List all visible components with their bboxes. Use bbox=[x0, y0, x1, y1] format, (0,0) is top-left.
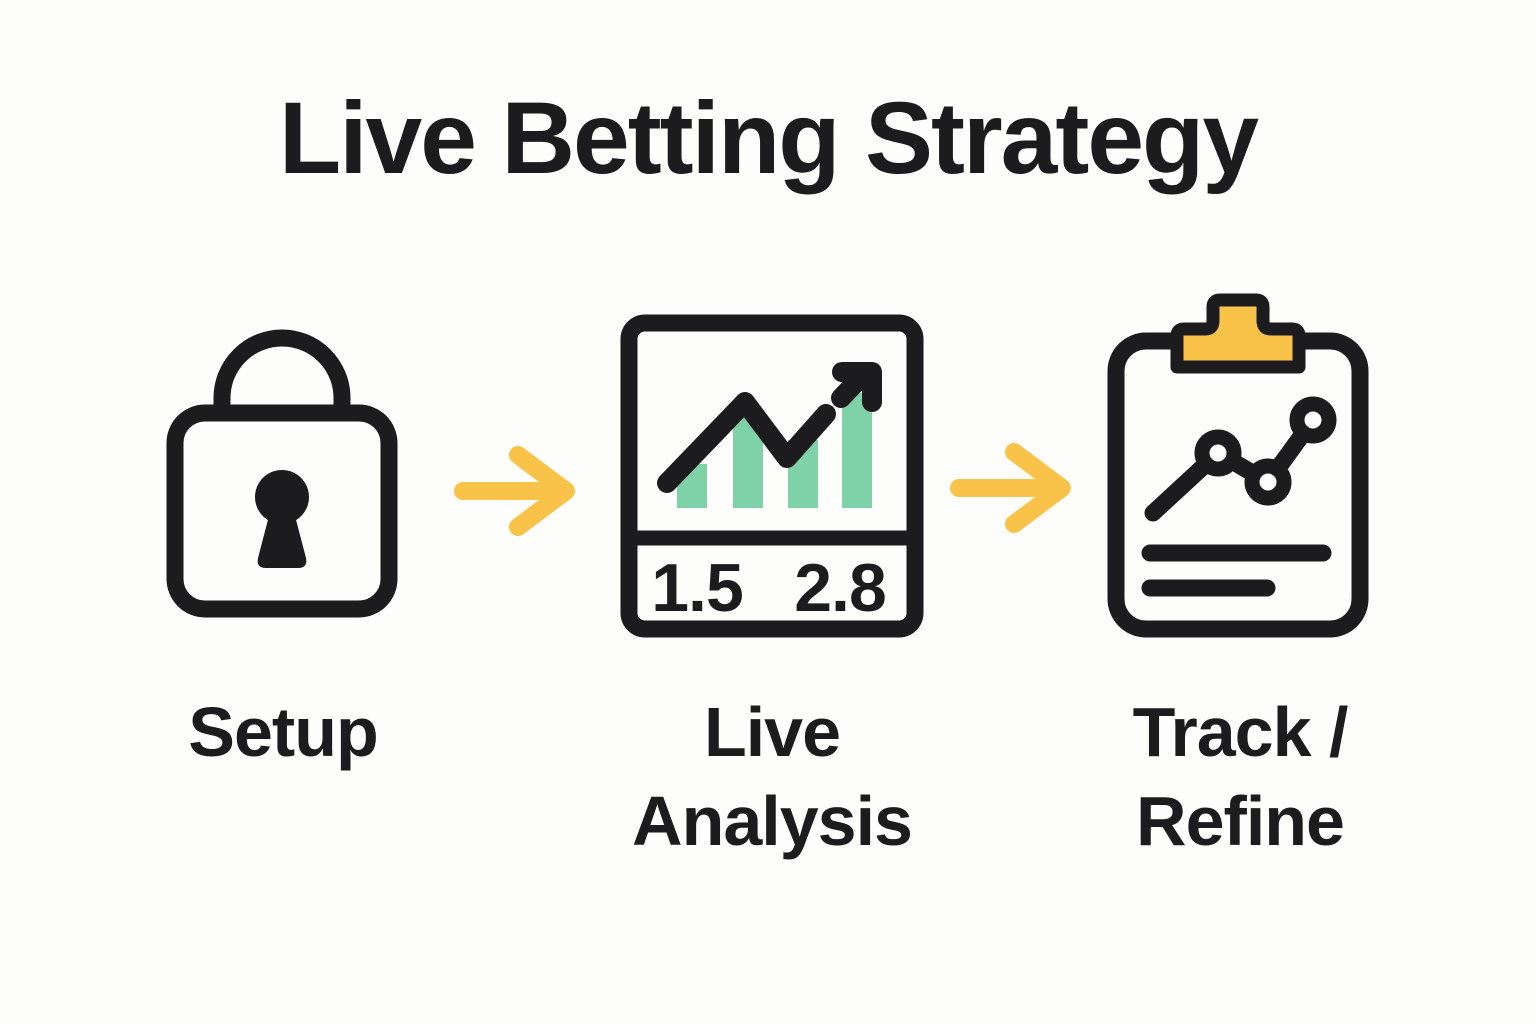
step-label-line: Track / bbox=[1132, 693, 1349, 771]
lock-shackle bbox=[213, 329, 351, 429]
clipboard-clip bbox=[1170, 293, 1306, 374]
step-label-line: Live bbox=[703, 693, 841, 771]
page-title: Live Betting Strategy bbox=[278, 81, 1259, 195]
lock-icon bbox=[166, 329, 398, 618]
step-label-track-refine: Track / Refine bbox=[1078, 688, 1402, 866]
trend-line-arrow bbox=[657, 362, 882, 493]
clipboard-chart-icon bbox=[1107, 293, 1369, 638]
arrow-right-icon bbox=[454, 446, 575, 536]
step-label-line: Analysis bbox=[632, 781, 913, 860]
clipboard-text-lines bbox=[1141, 544, 1332, 597]
step-label-setup: Setup bbox=[128, 688, 438, 777]
odds-value: 2.8 bbox=[794, 550, 886, 626]
step-label-line: Refine bbox=[1136, 781, 1345, 860]
odds-chart-icon: 1.5 2.8 bbox=[620, 314, 924, 638]
odds-value: 1.5 bbox=[651, 550, 743, 626]
step-label-line: Setup bbox=[188, 693, 378, 771]
clipboard-trend-line bbox=[1144, 396, 1337, 522]
keyhole bbox=[255, 470, 309, 568]
step-label-live-analysis: Live Analysis bbox=[592, 688, 952, 866]
arrow-right-icon bbox=[950, 443, 1071, 533]
